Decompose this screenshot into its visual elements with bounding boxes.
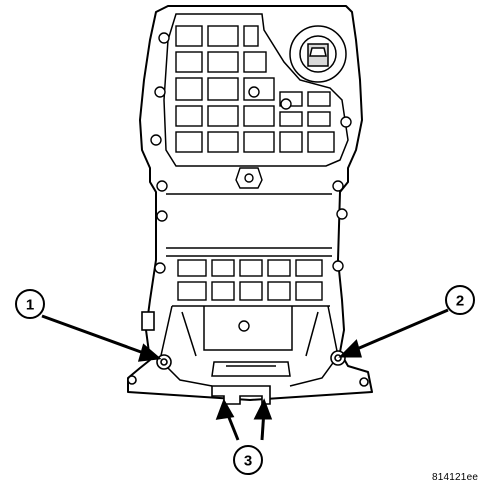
callout-1: 1 bbox=[15, 289, 45, 319]
svg-text:2: 2 bbox=[456, 293, 464, 310]
drain-boss bbox=[289, 25, 347, 83]
callout-3: 3 bbox=[233, 445, 263, 475]
callout-leaders bbox=[41, 308, 449, 441]
upper-cover-rim bbox=[163, 13, 349, 167]
perimeter-bolt-holes bbox=[150, 32, 352, 332]
lower-rib-grid bbox=[172, 259, 330, 307]
figure-id: 814121ee bbox=[432, 472, 479, 483]
bottom-tab bbox=[211, 385, 271, 405]
callout-2: 2 bbox=[445, 285, 475, 315]
lower-sump bbox=[159, 305, 339, 387]
svg-text:1: 1 bbox=[26, 297, 34, 314]
svg-text:3: 3 bbox=[244, 453, 252, 470]
middle-section-lines bbox=[166, 193, 332, 257]
center-sensor-boss bbox=[235, 167, 263, 189]
